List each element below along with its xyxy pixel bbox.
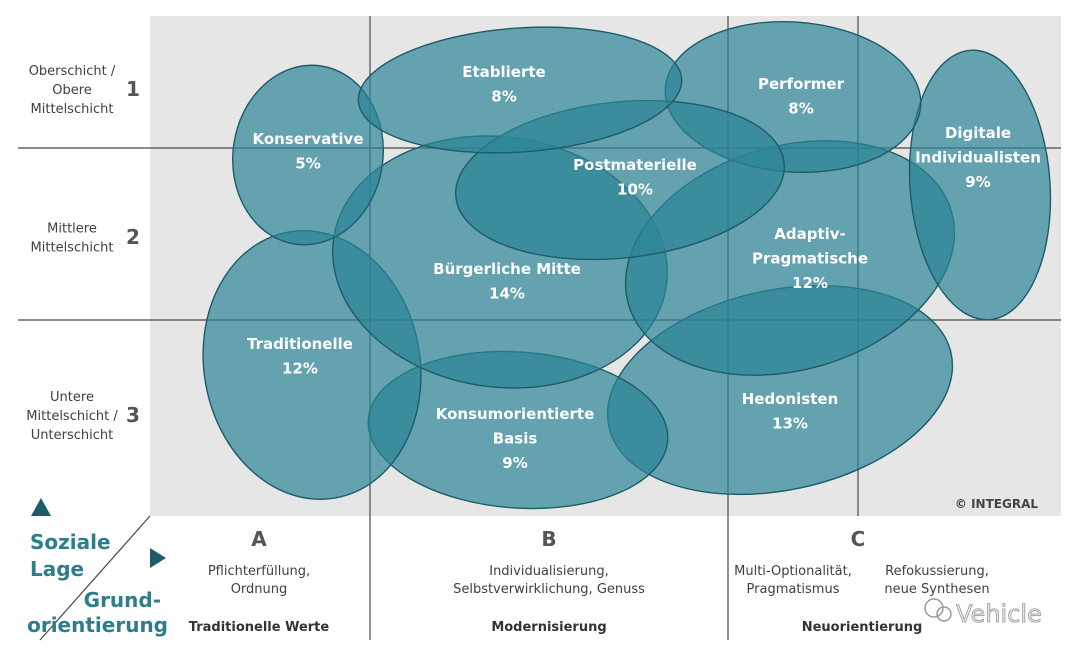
milieu-percent: 9% — [502, 454, 527, 472]
axis-horizontal-title: Grund- orientierung — [27, 588, 168, 637]
right-arrow-icon — [150, 548, 166, 568]
milieu-konservative: Konservative 5% — [252, 130, 363, 173]
milieu-etablierte: Etablierte 8% — [462, 63, 545, 106]
milieu-name: Bürgerliche Mitte — [433, 260, 581, 278]
column-letter: B — [541, 527, 556, 551]
axis-vertical-title: Soziale Lage — [30, 530, 118, 581]
column-letter: A — [251, 527, 267, 551]
milieu-percent: 8% — [491, 88, 516, 106]
milieu-performer: Performer 8% — [758, 75, 845, 118]
milieu-percent: 12% — [282, 360, 318, 378]
milieu-name: Konservative — [252, 130, 363, 148]
milieu-name: Hedonisten — [742, 390, 839, 408]
column-footer: Traditionelle Werte — [189, 620, 330, 635]
milieu-percent: 14% — [489, 285, 525, 303]
milieu-name: Etablierte — [462, 63, 545, 81]
row-2-number: 2 — [126, 225, 140, 249]
milieu-percent: 9% — [965, 173, 990, 191]
milieu-adaptiv-pragmatische: Adaptiv-Pragmatische 12% — [752, 225, 868, 292]
column-description: Multi-Optionalität,Pragmatismus — [734, 564, 852, 597]
watermark-text: Vehicle — [956, 600, 1042, 628]
milieu-buergerliche-mitte: Bürgerliche Mitte 14% — [433, 260, 581, 303]
milieu-percent: 5% — [295, 155, 320, 173]
axis-corner: Soziale Lage Grund- orientierung — [27, 498, 168, 637]
column-footer: Modernisierung — [491, 620, 606, 635]
column-footer: Neuorientierung — [802, 620, 923, 635]
milieu-percent: 12% — [792, 274, 828, 292]
milieu-traditionelle: Traditionelle 12% — [247, 335, 353, 378]
column-b: B Individualisierung,Selbstverwirklichung… — [453, 527, 645, 635]
bubble-konservative[interactable] — [221, 55, 395, 254]
watermark: Vehicle — [924, 598, 1042, 628]
milieu-name: Traditionelle — [247, 335, 353, 353]
milieu-name: Performer — [758, 75, 845, 93]
column-c: C Multi-Optionalität,Pragmatismus Refokuss… — [734, 527, 989, 635]
milieu-percent: 10% — [617, 181, 653, 199]
column-description: Refokussierung,neue Synthesen — [884, 564, 989, 597]
up-arrow-icon — [31, 498, 51, 516]
wechat-icon — [924, 598, 952, 622]
column-letter: C — [851, 527, 866, 551]
row-3-number: 3 — [126, 403, 140, 427]
column-description: Pflichterfüllung,Ordnung — [208, 564, 310, 597]
row-1-number: 1 — [126, 77, 140, 101]
milieu-percent: 13% — [772, 415, 808, 433]
milieu-name: Postmaterielle — [573, 156, 697, 174]
milieu-bubbles — [202, 17, 1059, 510]
milieu-postmaterielle: Postmaterielle 10% — [573, 156, 697, 199]
milieu-percent: 8% — [788, 100, 813, 118]
bubble-etablierte[interactable] — [354, 17, 686, 163]
copyright-label: © INTEGRAL — [955, 497, 1038, 511]
column-description: Individualisierung,Selbstverwirklichung,… — [453, 564, 645, 597]
milieu-hedonisten: Hedonisten 13% — [742, 390, 839, 433]
milieu-name: Adaptiv-Pragmatische — [752, 225, 868, 268]
bubble-digitale-individualisten[interactable] — [901, 45, 1059, 324]
